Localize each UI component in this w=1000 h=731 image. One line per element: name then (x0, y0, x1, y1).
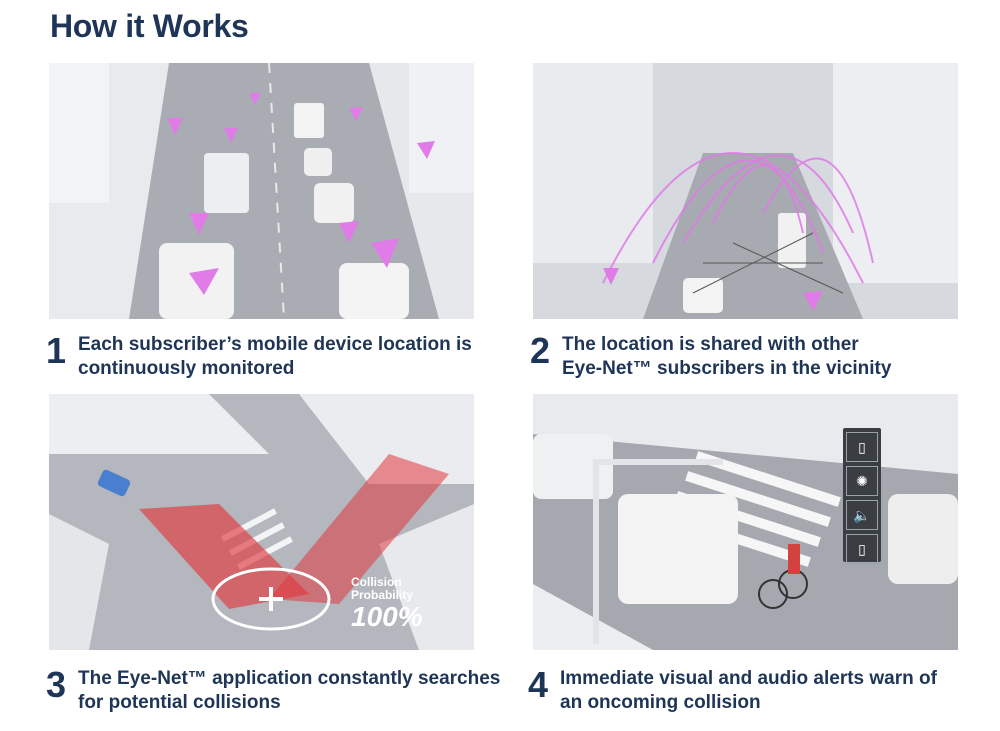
step-number: 2 (530, 330, 551, 371)
illustration-collision-search: Collision Probability 100% (49, 394, 474, 650)
illustration-alerts: ▯ ✺ 🔈 ▯ (533, 394, 958, 650)
collision-probability-label: Collision Probability 100% (351, 575, 423, 632)
collision-probability-value: 100% (351, 601, 423, 632)
step-text: The Eye-Net™ application constantly sear… (78, 668, 501, 713)
phone-icon: ▯ (846, 432, 878, 462)
step-number: 4 (528, 664, 549, 705)
page-title: How it Works (50, 8, 249, 44)
step-1-caption: 1 Each subscriber’s mobile device locati… (46, 333, 472, 381)
step-text: Immediate visual and audio alerts warn o… (560, 668, 937, 713)
step-4-caption: 4 Immediate visual and audio alerts warn… (528, 667, 937, 715)
step-text: Each subscriber’s mobile device location… (78, 334, 472, 379)
alert-panel: ▯ ✺ 🔈 ▯ (843, 428, 881, 564)
step-2-caption: 2 The location is shared with other Eye-… (530, 333, 891, 381)
illustration-location-monitoring (49, 63, 474, 319)
step-number: 1 (46, 330, 67, 371)
vibrate-icon: ▯ (846, 534, 878, 564)
step-number: 3 (46, 664, 67, 705)
step-3-caption: 3 The Eye-Net™ application constantly se… (46, 667, 500, 715)
speaker-icon: 🔈 (846, 500, 878, 530)
flash-icon: ✺ (846, 466, 878, 496)
step-text: The location is shared with other Eye-Ne… (562, 334, 892, 379)
illustration-location-sharing (533, 63, 958, 319)
